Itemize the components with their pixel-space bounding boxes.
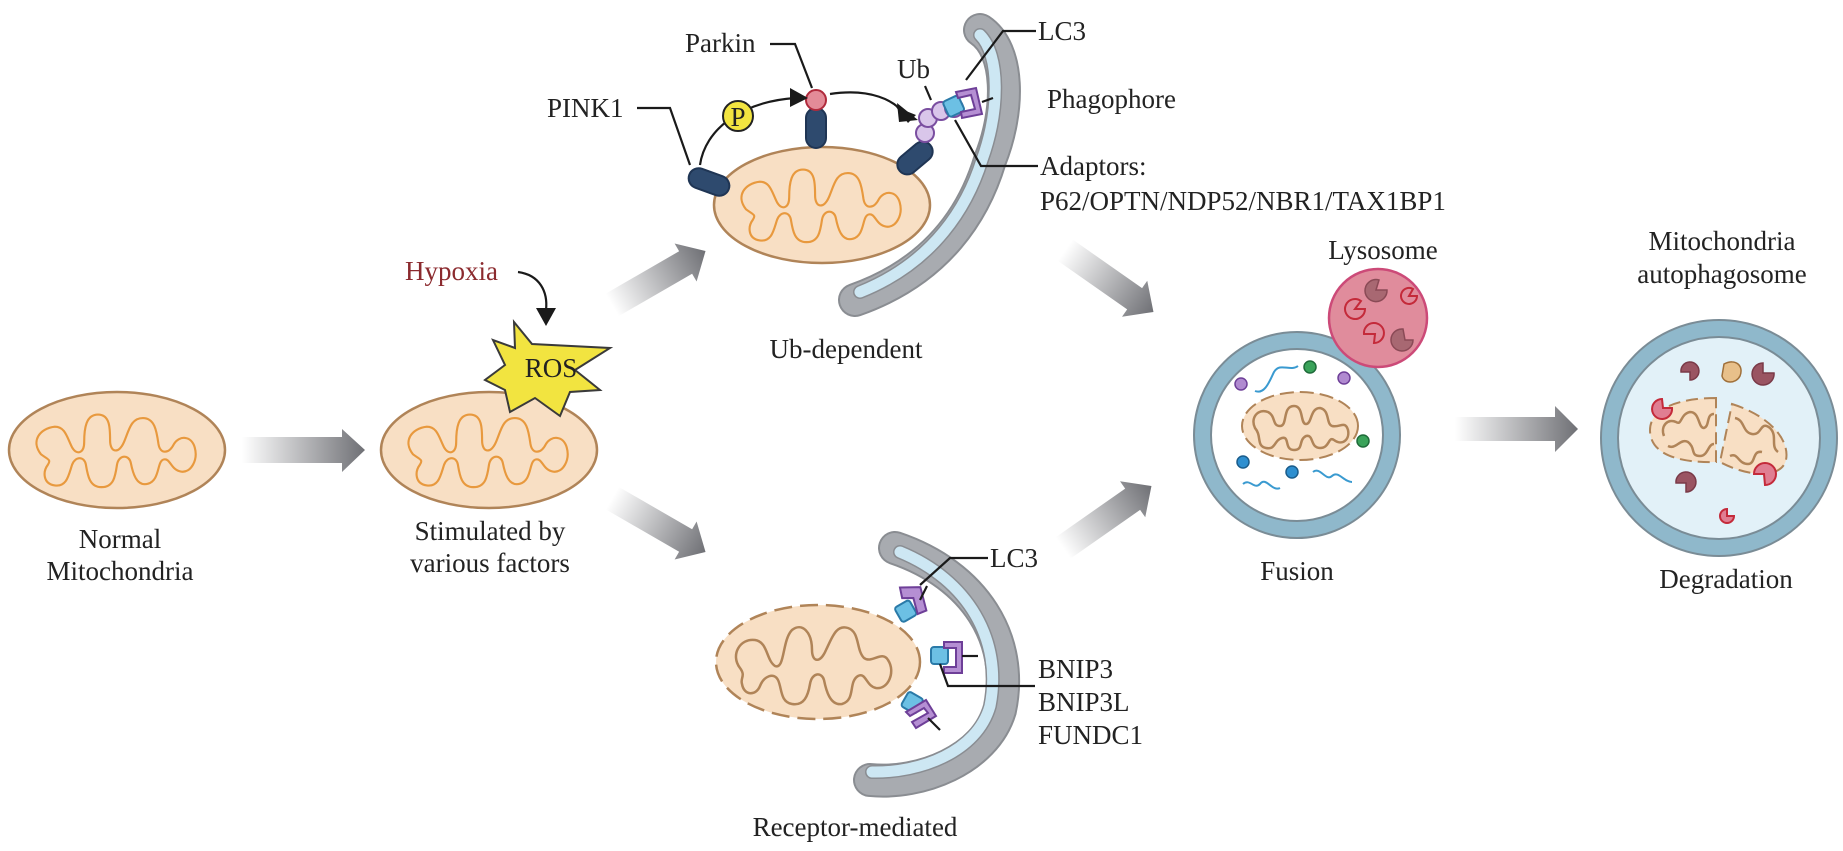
lysosome xyxy=(1327,267,1429,369)
degradation-autophagosome xyxy=(1600,319,1838,557)
arrow-to-receptor-mediated xyxy=(605,486,706,560)
receptor-label-bnip3: BNIP3 xyxy=(1038,654,1113,684)
receptor-mediated-label: Receptor-mediated xyxy=(753,812,958,842)
parkin-to-ub-arrow xyxy=(829,91,906,116)
adaptors-title: Adaptors: xyxy=(1040,151,1146,181)
receptor-lc3-protein xyxy=(904,698,938,730)
arrow-normal-to-stimulated xyxy=(242,429,365,472)
ub-substrate-protein xyxy=(896,140,934,176)
stimulated-label-line2: various factors xyxy=(410,548,570,578)
phagophore-label: Phagophore xyxy=(1047,84,1176,114)
ros-star: ROS xyxy=(483,319,614,418)
pink1-protein xyxy=(687,167,731,197)
bnip3l-receptor xyxy=(930,646,949,665)
normal-mitochondrion xyxy=(7,390,227,510)
hypoxia-label: Hypoxia xyxy=(405,256,498,286)
receptor-label-bnip3l: BNIP3L xyxy=(1038,687,1130,717)
parkin-protein xyxy=(805,89,827,111)
stimulated-label-line1: Stimulated by xyxy=(415,516,566,546)
phospho-label: P xyxy=(730,102,745,132)
arrow-ub-to-fusion xyxy=(1057,239,1154,317)
receptor-lc3-protein xyxy=(943,641,963,674)
lc3-protein xyxy=(954,86,984,120)
pink1-label: PINK1 xyxy=(547,93,624,123)
ub-phagophore xyxy=(838,13,1021,317)
lysosome-label: Lysosome xyxy=(1328,235,1438,265)
hypoxia-arrowhead xyxy=(536,308,556,326)
parkin-anchor xyxy=(805,107,827,149)
fusion-label: Fusion xyxy=(1260,556,1334,586)
phospho-badge xyxy=(722,100,754,132)
adaptor-protein xyxy=(942,94,965,118)
adaptors-list: P62/OPTN/NDP52/NBR1/TAX1BP1 xyxy=(1040,186,1446,216)
receptor-mitochondrion xyxy=(714,603,922,721)
ub-dependent-label: Ub-dependent xyxy=(770,334,923,364)
bnip3-receptor xyxy=(894,599,918,623)
arrow-to-ub-dependent xyxy=(605,243,706,317)
receptor-label-fundc1: FUNDC1 xyxy=(1038,720,1143,750)
fusion-autophagosome xyxy=(1193,331,1401,539)
arrow-fusion-to-degradation xyxy=(1455,406,1578,452)
receptor-phagophore xyxy=(853,531,1021,798)
stimulated-mitochondrion xyxy=(379,390,599,510)
degradation-label: Degradation xyxy=(1659,564,1793,594)
ub-lc3-label: LC3 xyxy=(1038,16,1086,46)
normal-label-line1: Normal xyxy=(79,524,161,554)
receptor-lc3-label: LC3 xyxy=(990,543,1038,573)
parkin-label: Parkin xyxy=(685,28,756,58)
autophagosome-label-line2: autophagosome xyxy=(1637,259,1806,289)
receptor-lc3-protein xyxy=(898,586,928,616)
hypoxia-arrow xyxy=(517,270,548,311)
autophagosome-label-line1: Mitochondria xyxy=(1649,226,1796,256)
ub-label: Ub xyxy=(897,54,930,84)
arrow-receptor-to-fusion xyxy=(1055,481,1152,559)
ros-label: ROS xyxy=(525,353,578,383)
normal-label-line2: Mitochondria xyxy=(47,556,194,586)
